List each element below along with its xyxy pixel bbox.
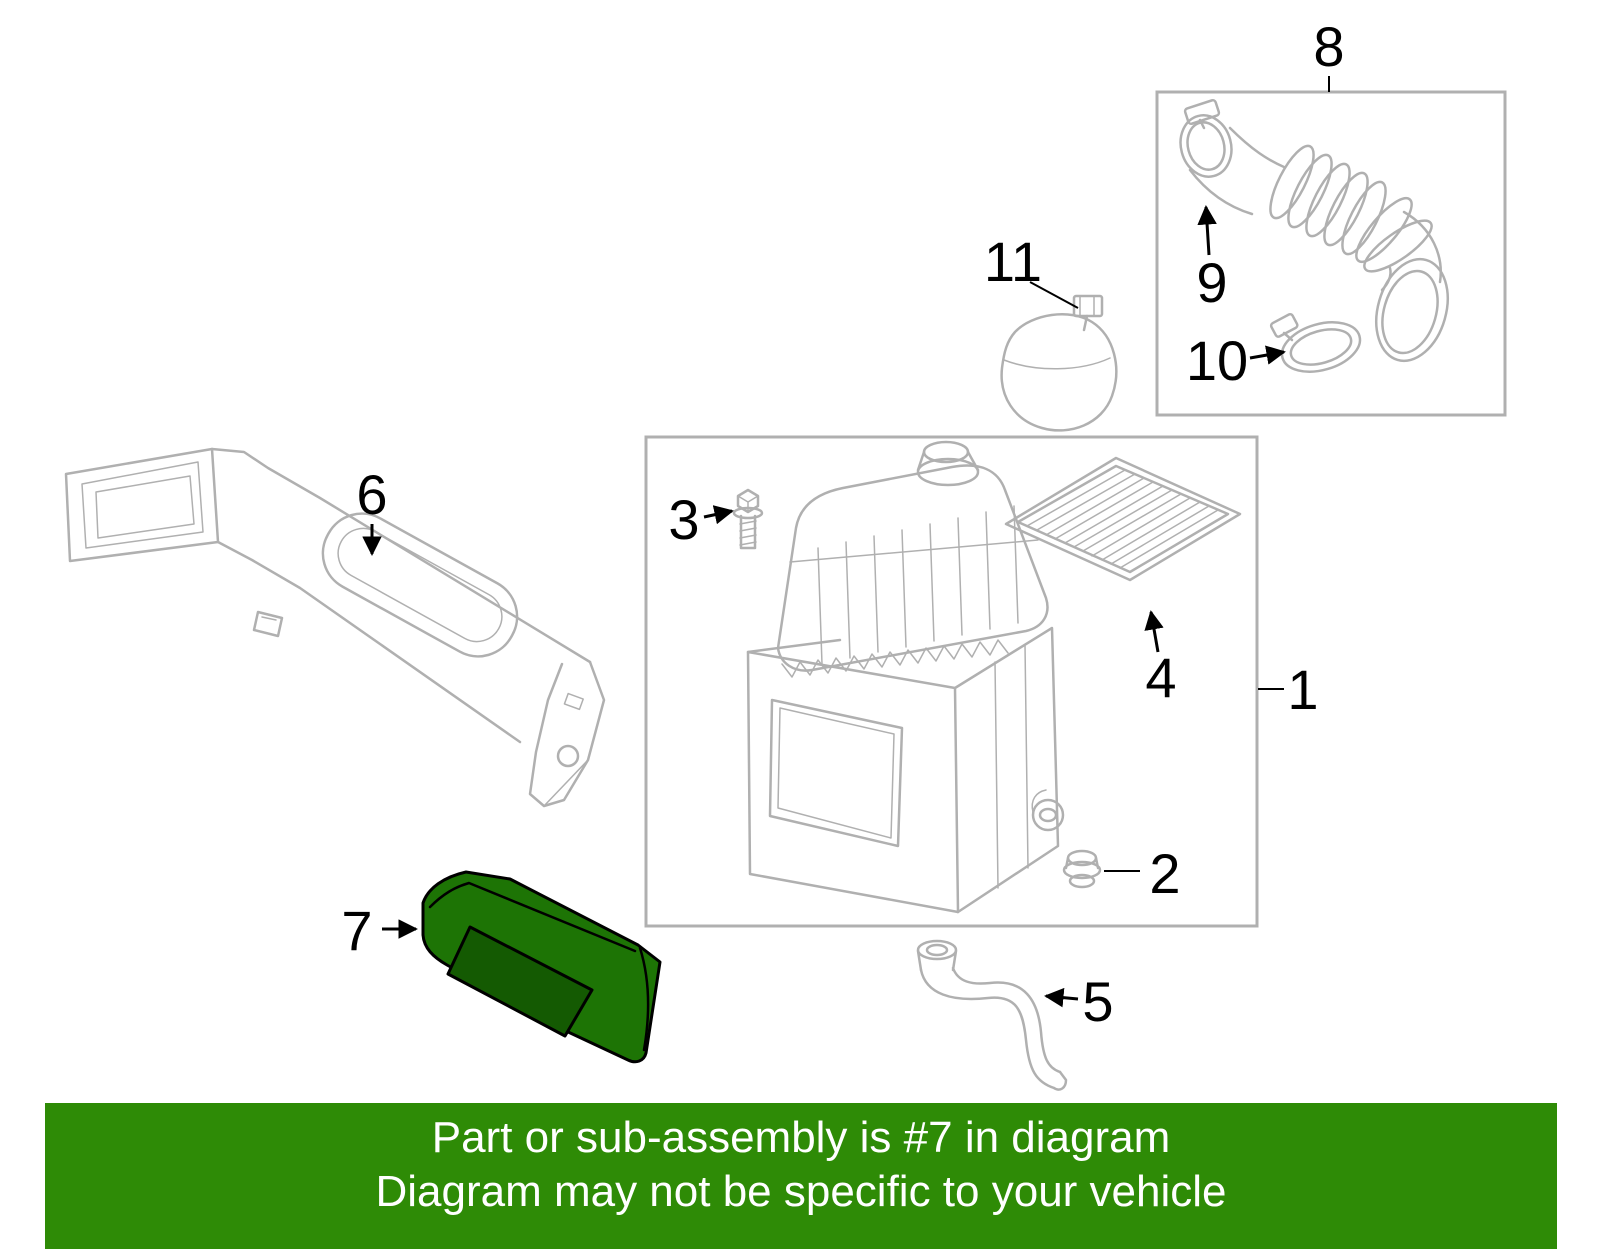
filter-element-4 — [1004, 456, 1242, 582]
callout-9-arrow — [1197, 205, 1217, 256]
callout-10-label: 10 — [1186, 329, 1248, 392]
part7-opening — [446, 925, 594, 1038]
callout-2: 2 — [1104, 842, 1181, 905]
banner-background — [45, 1103, 1557, 1249]
hose-clamp-9 — [1179, 98, 1233, 178]
intake-hose-8 — [1188, 126, 1449, 363]
callout-4-arrow — [1144, 610, 1164, 653]
callout-11-leader — [1029, 281, 1079, 309]
air-cleaner-housing — [746, 626, 1065, 914]
callout-2-label: 2 — [1149, 842, 1180, 905]
hose-clamp-10 — [1269, 312, 1362, 373]
inlet-duct-7-highlighted — [421, 870, 662, 1064]
banner: Part or sub-assembly is #7 in diagram Di… — [45, 1103, 1557, 1249]
cover-ribs — [789, 505, 1039, 665]
banner-line1: Part or sub-assembly is #7 in diagram — [432, 1113, 1171, 1162]
part7-side-crease — [638, 946, 650, 1052]
drain-hose-5 — [916, 939, 1068, 1091]
callout-3-arrow — [703, 505, 734, 525]
air-cleaner-box-group — [644, 435, 1259, 928]
callout-1-label: 1 — [1287, 658, 1318, 721]
part7-rim-line — [428, 881, 637, 953]
bolt-3 — [732, 488, 764, 550]
intake-hose-box-group — [1155, 90, 1507, 417]
callout-10: 10 — [1186, 329, 1286, 392]
callout-6-label: 6 — [356, 463, 387, 526]
cover-outlet-port — [916, 440, 980, 487]
banner-line2: Diagram may not be specific to your vehi… — [375, 1167, 1226, 1216]
callout-5-label: 5 — [1082, 970, 1113, 1033]
callout-4: 4 — [1144, 610, 1177, 709]
callout-9: 9 — [1196, 205, 1228, 314]
filter-pleats — [1026, 469, 1219, 569]
callout-3: 3 — [668, 488, 734, 551]
callout-8-label: 8 — [1313, 15, 1344, 78]
callout-7-label: 7 — [341, 899, 372, 962]
sub-box-8-border — [1155, 90, 1507, 417]
callout-8: 8 — [1313, 15, 1345, 92]
callout-4-label: 4 — [1145, 646, 1176, 709]
callout-11: 11 — [984, 230, 1079, 309]
callout-9-label: 9 — [1196, 251, 1227, 314]
sub-box-1-border — [644, 435, 1259, 928]
air-cleaner-cover — [776, 440, 1049, 678]
callout-3-label: 3 — [668, 488, 699, 551]
callouts: 1 2 3 4 5 6 7 8 — [341, 15, 1344, 1033]
grommet-2 — [1062, 849, 1102, 889]
callout-1: 1 — [1258, 658, 1319, 721]
callout-10-arrow — [1249, 345, 1286, 365]
cover-clip-teeth — [781, 639, 1009, 678]
intake-duct-6 — [64, 447, 606, 808]
callout-6: 6 — [356, 463, 388, 556]
callout-5-arrow — [1044, 987, 1079, 1008]
callout-7: 7 — [341, 899, 418, 962]
callout-5: 5 — [1044, 970, 1114, 1033]
resonator-11 — [1000, 294, 1118, 432]
